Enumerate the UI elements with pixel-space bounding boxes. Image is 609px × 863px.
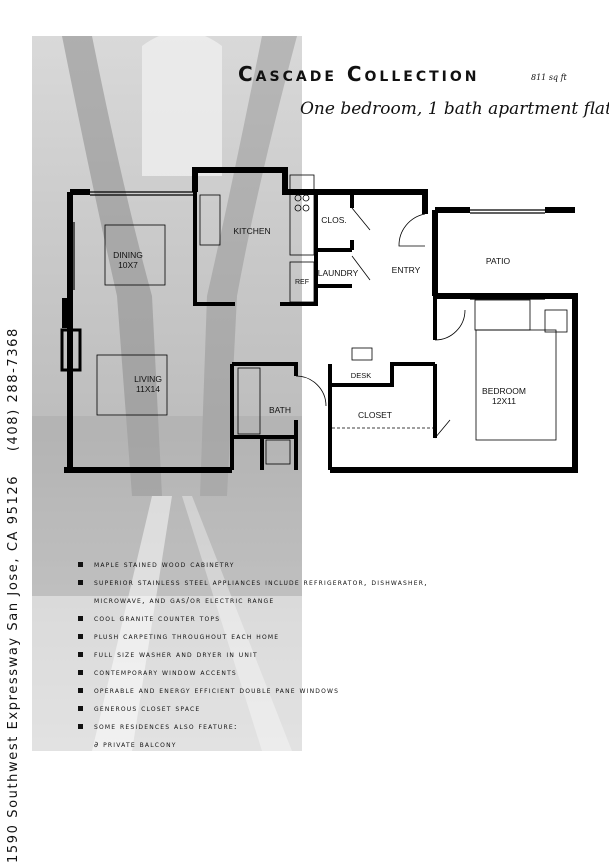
fireplace-hearth	[60, 328, 82, 372]
room-ref-label: REF	[295, 279, 309, 286]
bullet-icon	[78, 724, 83, 729]
bullet-icon	[78, 670, 83, 675]
station-photo-illustration	[32, 36, 302, 751]
room-laundry-label: LAUNDRY	[317, 268, 359, 278]
feature-item: Cool granite counter tops	[78, 610, 558, 628]
room-clos-label: CLOS.	[321, 215, 347, 225]
feature-item: Operable and energy efficient double pan…	[78, 682, 558, 700]
room-kitchen-label: KITCHEN	[233, 226, 271, 236]
bullet-icon	[78, 580, 83, 585]
bullet-icon	[78, 706, 83, 711]
bullet-icon	[78, 652, 83, 657]
room-laundry: LAUNDRY	[316, 268, 360, 278]
collection-title: Cascade Collection	[238, 62, 480, 86]
fireplace	[62, 298, 72, 328]
feature-item: Maple stained wood cabinetry	[78, 556, 558, 574]
room-entry: ENTRY	[388, 265, 424, 275]
room-entry-label: ENTRY	[391, 265, 421, 275]
features-list: Maple stained wood cabinetry Superior st…	[78, 556, 558, 754]
fixtures	[96, 174, 568, 465]
room-bedroom-size: 12X11	[492, 396, 516, 406]
square-footage: 811 sq ft	[531, 73, 567, 82]
room-desk-label: DESK	[350, 371, 372, 380]
room-dining: DINING 10X7	[108, 250, 148, 270]
room-living-label: LIVING	[134, 374, 162, 384]
room-dining-size: 10X7	[118, 260, 138, 270]
room-dining-label: DINING	[113, 250, 143, 260]
room-patio: PATIO	[480, 256, 516, 266]
feature-item-continued: microwave, and gas/or electric range	[94, 596, 275, 605]
bullet-icon	[78, 634, 83, 639]
room-closet: CLOSET	[355, 410, 395, 420]
room-ref: REF	[290, 278, 314, 288]
feature-sub-item: ∂ Private Balcony	[94, 740, 177, 749]
unit-subtitle: One bedroom, 1 bath apartment flat	[300, 99, 609, 119]
room-living-size: 11X14	[136, 384, 160, 394]
room-patio-label: PATIO	[485, 256, 511, 266]
feature-item: Superior stainless steel appliances incl…	[78, 574, 558, 592]
feature-item: Plush carpeting throughout each home	[78, 628, 558, 646]
room-bedroom-label: BEDROOM	[482, 386, 526, 396]
feature-item: Generous closet space	[78, 700, 558, 718]
room-bedroom: BEDROOM 12X11	[474, 386, 534, 406]
interior-walls	[193, 175, 437, 470]
bullet-icon	[78, 562, 83, 567]
room-bath: BATH	[264, 405, 296, 415]
room-closet-label: CLOSET	[357, 410, 392, 420]
room-living: LIVING 11X14	[128, 374, 168, 394]
room-clos: CLOS.	[318, 215, 350, 225]
bullet-icon	[78, 616, 83, 621]
feature-item: Full size washer and dryer in unit	[78, 646, 558, 664]
bullet-icon	[78, 688, 83, 693]
feature-item: Some residences also feature:	[78, 718, 558, 736]
windows	[69, 191, 545, 300]
door-swings	[295, 207, 466, 439]
background-photo	[32, 36, 302, 751]
room-desk: DESK	[346, 371, 376, 381]
floor-plan	[60, 167, 578, 473]
room-kitchen: KITCHEN	[230, 226, 274, 236]
feature-item: Contemporary window accents	[78, 664, 558, 682]
room-bath-label: BATH	[268, 405, 292, 415]
